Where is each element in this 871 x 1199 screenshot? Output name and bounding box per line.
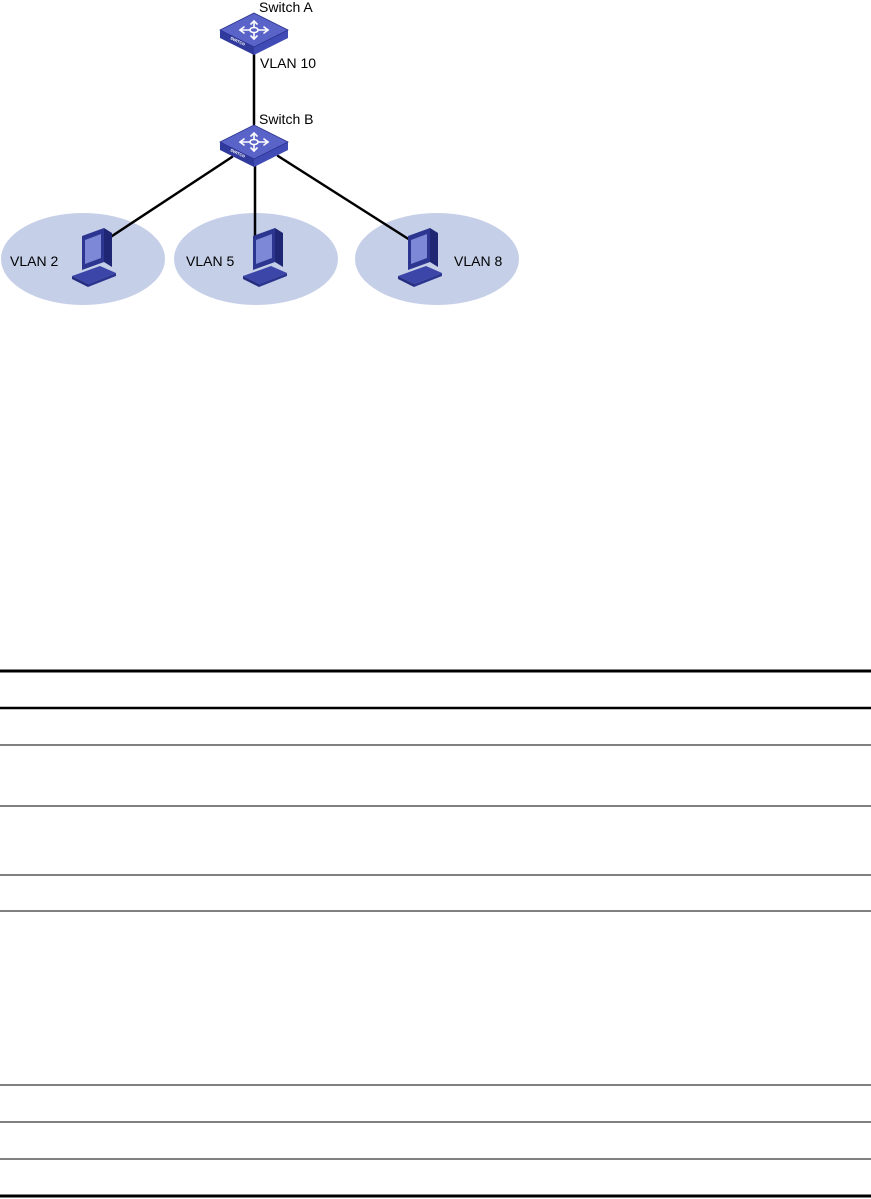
switch-b: SWITCH <box>219 124 289 167</box>
switch-b-right-side <box>254 142 288 167</box>
link-vlan-8 <box>276 154 412 242</box>
vlan-2-label: VLAN 2 <box>10 253 58 269</box>
switch-b-arrows-icon <box>238 131 270 153</box>
switch-a: SWITCH <box>219 12 289 55</box>
network-diagram: SWITCH Switch A VLAN 10 SWITCH Switch B <box>1 0 519 305</box>
link-vlan-2 <box>104 155 234 242</box>
vlan-5-label: VLAN 5 <box>186 253 234 269</box>
vlan-8-label: VLAN 8 <box>454 253 502 269</box>
switch-a-label: Switch A <box>259 0 313 15</box>
switch-a-face-text: SWITCH <box>230 35 246 46</box>
links <box>104 50 412 242</box>
switch-b-label: Switch B <box>259 111 313 127</box>
uplink-label: VLAN 10 <box>260 55 316 71</box>
switch-a-right-side <box>254 30 288 55</box>
switch-a-arrows-icon <box>238 19 270 41</box>
switch-a-left-side <box>220 30 254 55</box>
switch-b-face-text: SWITCH <box>230 147 246 158</box>
switch-b-left-side <box>220 142 254 167</box>
